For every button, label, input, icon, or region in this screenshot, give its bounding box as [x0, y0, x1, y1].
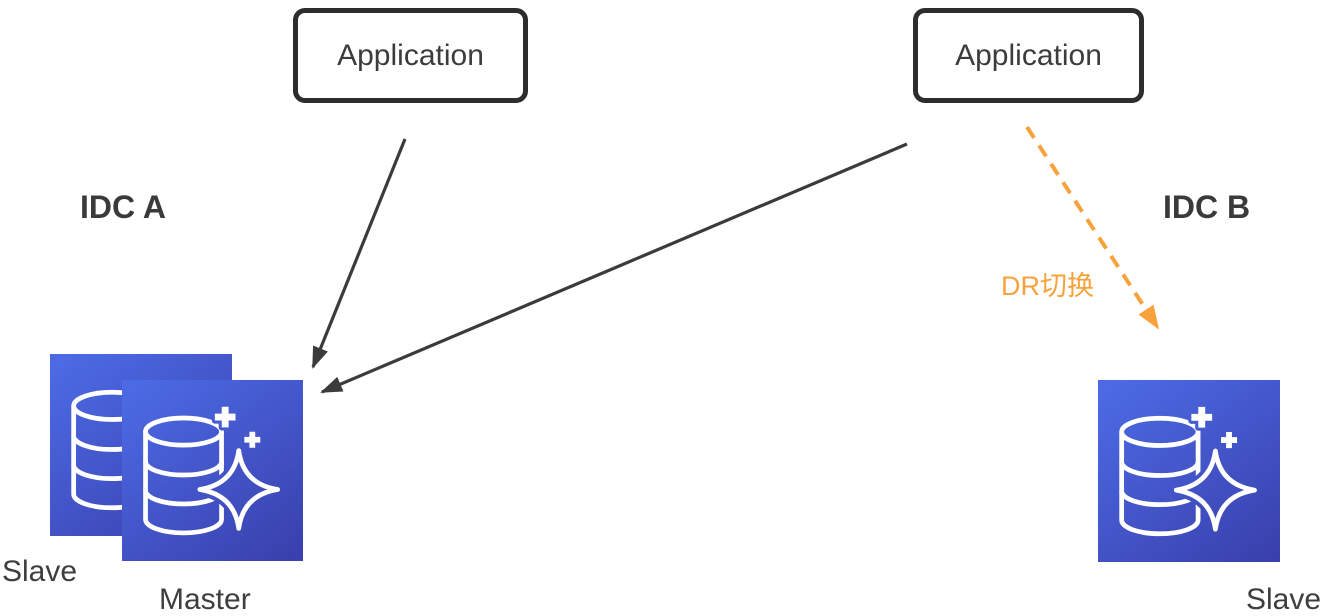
dr-switch-label: DR切换	[1001, 271, 1094, 301]
application-label: Application	[337, 38, 484, 72]
arrow-app-right-to-master	[320, 142, 908, 394]
application-label: Application	[955, 38, 1102, 72]
database-label-slave-b: Slave	[1246, 583, 1322, 616]
application-box-right: Application	[913, 8, 1144, 103]
database-sparkle-icon	[122, 380, 303, 561]
application-box-left: Application	[293, 8, 528, 103]
database-sparkle-icon	[1098, 380, 1280, 562]
database-label-slave-a: Slave	[2, 555, 78, 588]
arrow-app-left-to-master	[311, 138, 407, 369]
zone-label-idc-b: IDC B	[1163, 189, 1251, 225]
zone-label-idc-a: IDC A	[80, 189, 166, 225]
database-label-master: Master	[159, 583, 251, 616]
